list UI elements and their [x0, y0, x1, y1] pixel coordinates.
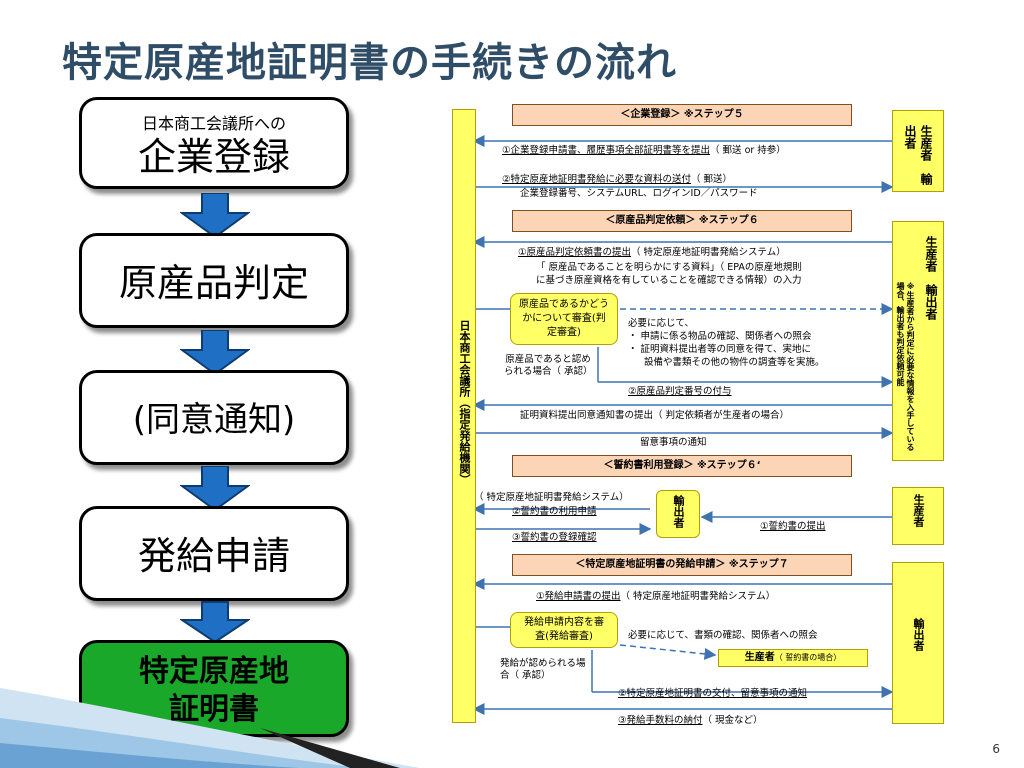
step4-label: 発給申請 — [137, 534, 290, 578]
section-header-registration: ＜企業登録＞ ※ステップ５ — [512, 104, 852, 126]
actor-note-sec2: ※生産者から判定に必要な情報を入手している場合、輸出者も判定依頼可能 — [896, 282, 915, 451]
actor-box-sec1: 生産者 輸出者 — [892, 110, 944, 192]
step2-label: 原産品判定 — [118, 261, 309, 305]
down-arrow-icon — [180, 330, 250, 374]
chamber-column-label: 日本商工会議所（指定発給機関） — [458, 320, 471, 485]
step3-label: (同意通知) — [132, 400, 296, 440]
judgement-review-label: 原産品であるかどうかについて審査(判定審査) — [519, 299, 609, 338]
actor-box-sec4: 輸出者 — [892, 562, 944, 724]
sec3-line3: ①誓約書の提出 — [760, 521, 826, 532]
issuance-review-label: 発給申請内容を審査(発給審査) — [524, 617, 604, 642]
step1-big-label: 企業登録 — [137, 135, 290, 179]
sec1-line2: ②特定原産地証明書発給に必要な資料の送付（ 郵送） — [502, 174, 733, 185]
sec2-note3: ・ 証明資料提出者等の同意を得て、実地に — [628, 344, 812, 355]
sec4-line2: ②特定原産地証明書の交付、留意事項の通知 — [618, 688, 808, 699]
footer-wave-decoration — [0, 688, 420, 768]
section-header-origin: ＜原産品判定依頼＞ ※ステップ６ — [512, 210, 852, 232]
exporter-label-sec3: 輸出者 — [672, 495, 685, 528]
sec2-line2: 「 原産品であることを明らかにする資料」（ EPAの原産地規則 — [536, 262, 802, 273]
issuance-review-box: 発給申請内容を審査(発給審査) — [510, 612, 618, 648]
step5-label: 特定原産地証明書 — [139, 654, 289, 727]
sec2-line5: 証明資料提出同意通知書の提出（ 判定依頼者が生産者の場合） — [520, 410, 790, 421]
producer-box-sec3: 生産者 — [892, 487, 944, 545]
sec4-approved: 発給が認められる場合（ 承認） — [500, 658, 586, 681]
section-header-issuance: ＜特定原産地証明書の発給申請＞ ※ステップ７ — [512, 554, 852, 576]
page-number: 6 — [992, 742, 1000, 756]
sec2-line6: 留意事項の通知 — [640, 437, 707, 448]
sec1-line1: ①企業登録申請書、履歴事項全部証明書等を提出（ 郵送 or 持参） — [502, 145, 786, 156]
sec2-line3: に基づき原産資格を有していることを確認できる情報）の入力 — [536, 275, 802, 286]
down-arrow-icon — [180, 193, 250, 237]
sec4-note: 必要に応じて、書類の確認、関係者への照会 — [628, 630, 818, 641]
step-issuance-application: 発給申請 — [79, 506, 349, 601]
exporter-box-sec3: 輸出者 — [656, 490, 700, 538]
procedure-diagram: 日本商工会議所（指定発給機関） ＜企業登録＞ ※ステップ５ 生産者 輸出者 ①企… — [440, 97, 952, 727]
section-header-pledge: ＜誓約書利用登録＞ ※ステップ６‘ — [512, 455, 852, 477]
page-title: 特定原産地証明書の手続きの流れ — [62, 40, 677, 86]
sec2-note1: 必要に応じて、 — [628, 318, 695, 329]
producer-box-sec4: 生産者（ 誓約書の場合） — [718, 649, 868, 667]
producer-label-sec3: 生産者 — [912, 494, 925, 527]
sec2-line4: ②原産品判定番号の付与 — [628, 386, 732, 397]
actor-box-sec2: 生産者 輸出者 ※生産者から判定に必要な情報を入手している場合、輸出者も判定依頼… — [892, 221, 944, 461]
actor-label-sec1: 生産者 輸出者 — [903, 125, 933, 185]
actor-label-sec2: 生産者 輸出者 — [924, 236, 938, 320]
diagram-arrows — [472, 135, 894, 715]
chamber-column: 日本商工会議所（指定発給機関） — [452, 109, 476, 723]
sec3-line2: ③誓約書の登録確認 — [512, 532, 597, 543]
sec2-note4: 設備や書類その他の物件の調査等を実施。 — [644, 357, 825, 368]
down-arrow-icon — [180, 466, 250, 510]
sec3-line1: ②誓約書の利用申請 — [512, 506, 597, 517]
step-origin-judgement: 原産品判定 — [79, 233, 349, 328]
step1-small-label: 日本商工会議所への — [141, 114, 286, 133]
sec2-line1: ①原産品判定依頼書の提出（ 特定原産地証明書発給システム） — [518, 247, 786, 258]
sec2-note2: ・ 申請に係る物品の確認、関係者への照会 — [628, 331, 812, 342]
sec2-approved: 原産品であると認められる場合（ 承認） — [504, 354, 593, 377]
sec1-line3: 企業登録番号、システムURL、ログインID／パスワード — [520, 188, 758, 199]
down-arrow-icon — [180, 601, 250, 644]
step-company-registration: 日本商工会議所への 企業登録 — [79, 97, 349, 189]
sec4-line1: ①発給申請書の提出（ 特定原産地証明書発給システム） — [536, 591, 776, 602]
sec3-system: （ 特定原産地証明書発給システム） — [474, 492, 629, 503]
sec4-line3: ③発給手数料の納付（ 現金など） — [618, 715, 763, 726]
step-consent-notice: (同意通知) — [79, 370, 349, 465]
judgement-review-box: 原産品であるかどうかについて審査(判定審査) — [510, 293, 618, 345]
actor-label-sec4: 輸出者 — [912, 618, 925, 651]
